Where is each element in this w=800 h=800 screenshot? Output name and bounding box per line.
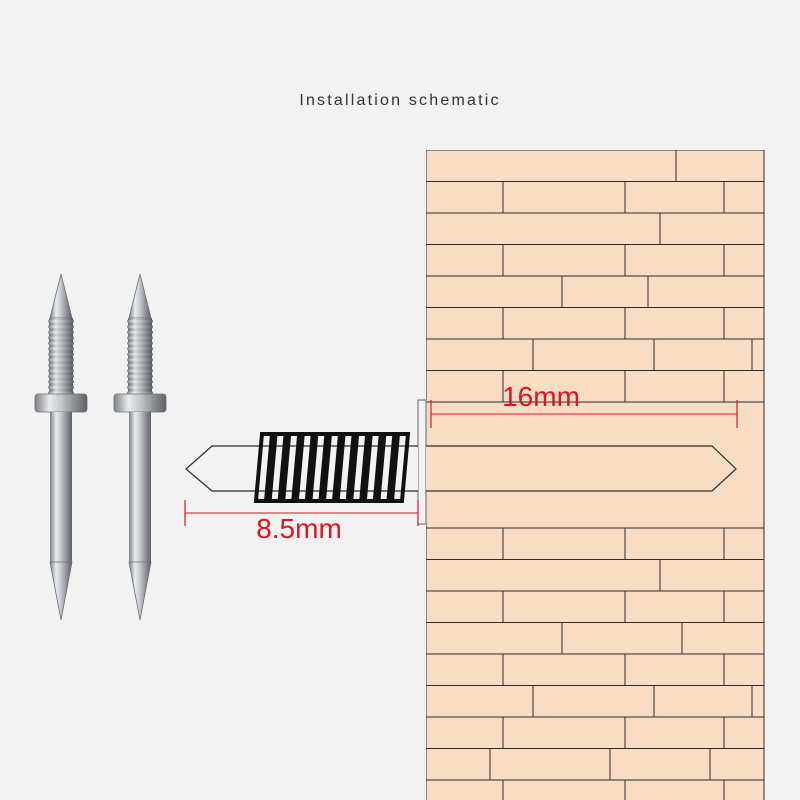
spring-turn xyxy=(294,432,315,503)
spring-turn xyxy=(362,432,383,503)
spring-turn xyxy=(321,432,343,503)
pin-outline-exposed xyxy=(185,432,418,503)
hole-outline xyxy=(417,399,737,525)
dimension-exposed: 8.5mm xyxy=(184,500,419,544)
spring-turn xyxy=(253,432,275,503)
spring-coil xyxy=(253,432,411,503)
dimension-exposed-label: 8.5mm xyxy=(256,513,342,544)
mortar-lines xyxy=(426,150,764,800)
spring-turn xyxy=(335,432,356,503)
spring-turn xyxy=(389,432,411,503)
diagram-title: Installation schematic xyxy=(299,92,501,109)
spring-turn xyxy=(376,432,397,503)
steel-pin xyxy=(113,273,167,621)
spring-turn xyxy=(308,432,329,503)
spring-turn xyxy=(267,432,288,503)
spring-turn xyxy=(349,432,370,503)
dimension-embed: 16mm xyxy=(430,381,738,428)
spring-turn xyxy=(281,432,302,503)
steel-pin xyxy=(34,273,88,621)
dimension-embed-label: 16mm xyxy=(502,381,580,412)
steel-pins xyxy=(34,273,167,621)
